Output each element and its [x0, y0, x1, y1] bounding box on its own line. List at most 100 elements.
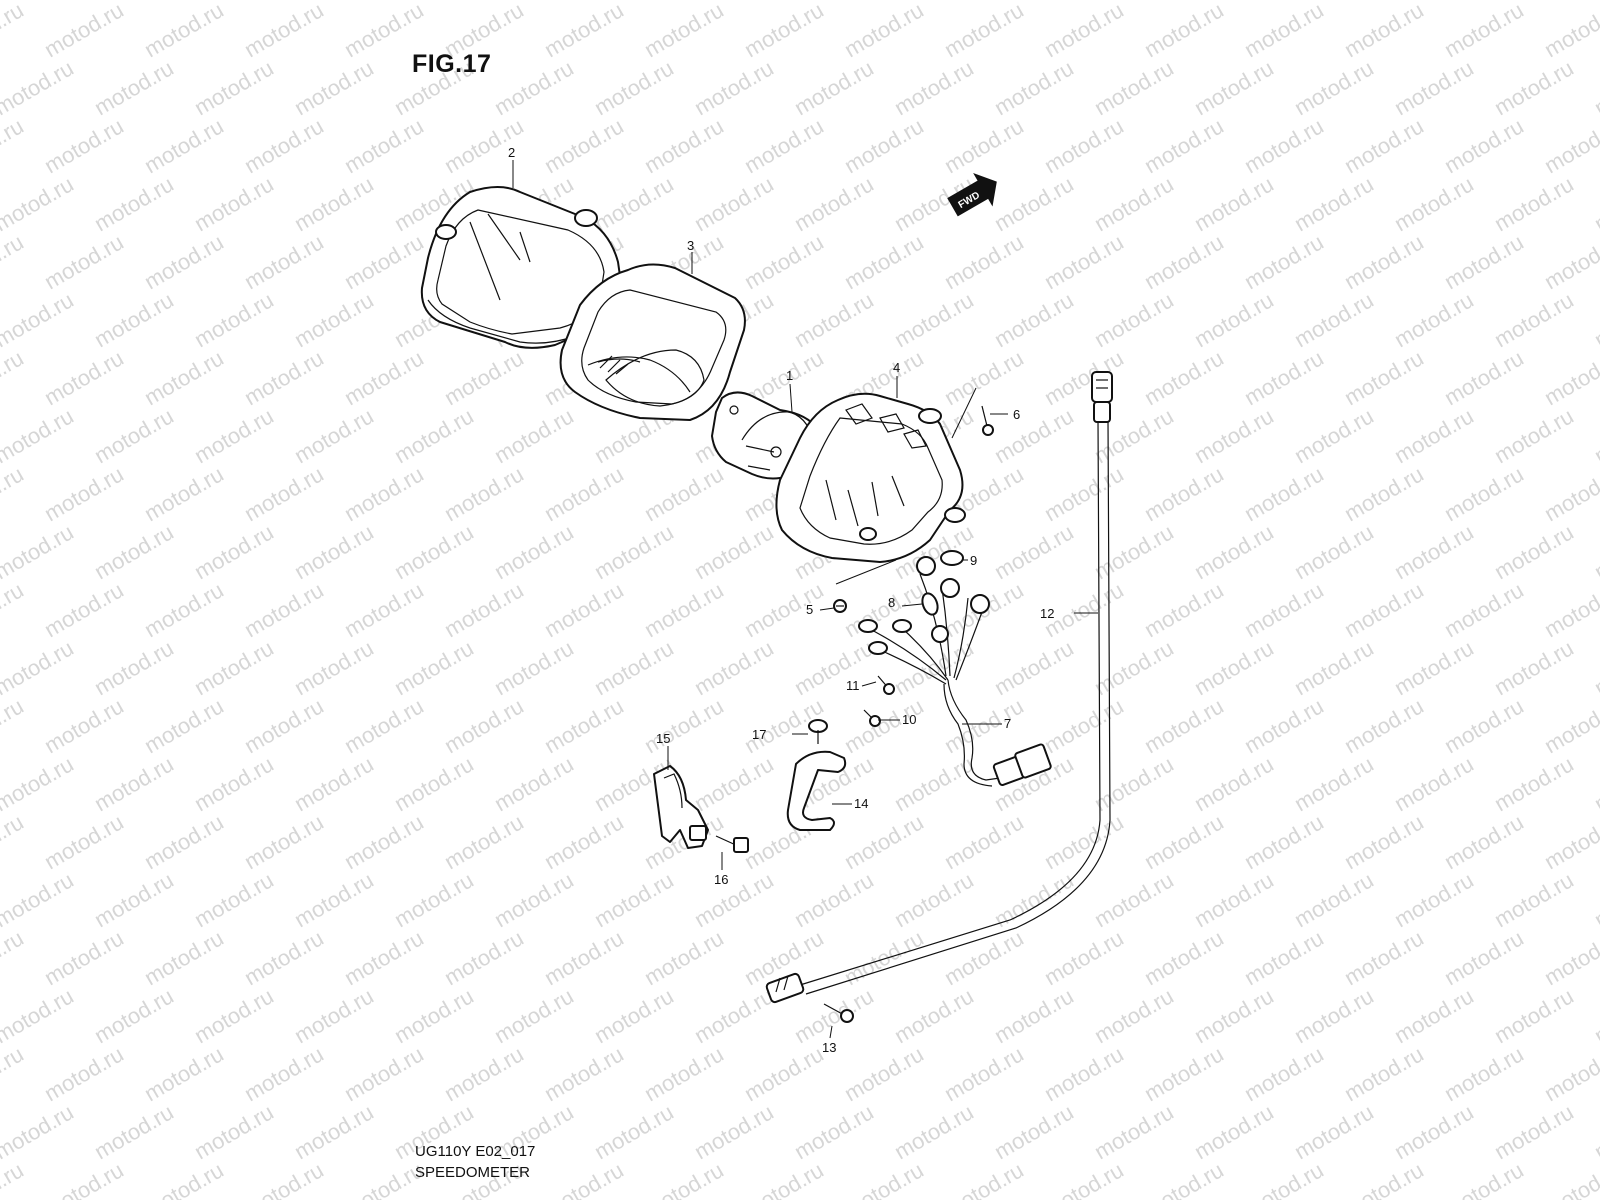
watermark-text: motod.ru	[390, 867, 478, 932]
callout-8: 8	[888, 595, 895, 610]
watermark-text: motod.ru	[540, 0, 628, 62]
watermark-text: motod.ru	[1590, 867, 1600, 932]
watermark-text: motod.ru	[590, 519, 678, 584]
watermark-text: motod.ru	[190, 1099, 278, 1164]
watermark-text: motod.ru	[40, 345, 128, 410]
watermark-text: motod.ru	[1440, 229, 1528, 294]
callout-17: 17	[752, 727, 766, 742]
watermark-text: motod.ru	[840, 577, 928, 642]
watermark-text: motod.ru	[1440, 925, 1528, 990]
watermark-text: motod.ru	[1190, 519, 1278, 584]
watermark-text: motod.ru	[140, 577, 228, 642]
watermark-text: motod.ru	[990, 635, 1078, 700]
watermark-text: motod.ru	[340, 461, 428, 526]
watermark-text: motod.ru	[90, 983, 178, 1048]
watermark-text: motod.ru	[140, 809, 228, 874]
watermark-text: motod.ru	[1240, 229, 1328, 294]
part-4-case	[775, 392, 966, 563]
watermark-text: motod.ru	[1440, 0, 1528, 62]
watermark-text: motod.ru	[1190, 635, 1278, 700]
watermark-text: motod.ru	[240, 113, 328, 178]
watermark-text: motod.ru	[340, 693, 428, 758]
watermark-text: motod.ru	[390, 751, 478, 816]
callout-9: 9	[970, 553, 977, 568]
watermark-text: motod.ru	[740, 113, 828, 178]
watermark-text: motod.ru	[1140, 1157, 1228, 1200]
watermark-text: motod.ru	[990, 171, 1078, 236]
watermark-text: motod.ru	[190, 635, 278, 700]
watermark-text: motod.ru	[90, 519, 178, 584]
watermark-text: motod.ru	[1290, 983, 1378, 1048]
watermark-text: motod.ru	[790, 867, 878, 932]
watermark-text: motod.ru	[540, 113, 628, 178]
watermark-text: motod.ru	[1140, 925, 1228, 990]
watermark-text: motod.ru	[1590, 0, 1600, 4]
watermark-text: motod.ru	[1140, 0, 1228, 62]
callout-13: 13	[822, 1040, 836, 1055]
callout-11: 11	[846, 678, 860, 693]
watermark-text: motod.ru	[40, 461, 128, 526]
watermark-text: motod.ru	[1290, 171, 1378, 236]
watermark-text: motod.ru	[240, 1157, 328, 1200]
watermark-text: motod.ru	[140, 925, 228, 990]
watermark-text: motod.ru	[1540, 577, 1600, 642]
watermark-text: motod.ru	[240, 461, 328, 526]
watermark-text: motod.ru	[0, 345, 28, 410]
watermark-text: motod.ru	[140, 693, 228, 758]
watermark-text: motod.ru	[1040, 345, 1128, 410]
watermark-text: motod.ru	[0, 1157, 28, 1200]
callout-2: 2	[508, 145, 515, 160]
watermark-text: motod.ru	[1240, 577, 1328, 642]
watermark-text: motod.ru	[540, 1157, 628, 1200]
watermark-text: motod.ru	[1040, 693, 1128, 758]
callout-16: 16	[714, 872, 728, 887]
watermark-text: motod.ru	[1140, 229, 1228, 294]
watermark-text: motod.ru	[1040, 1041, 1128, 1106]
watermark-text: motod.ru	[590, 55, 678, 120]
watermark-text: motod.ru	[540, 1041, 628, 1106]
watermark-text: motod.ru	[640, 1157, 728, 1200]
watermark-text: motod.ru	[890, 1099, 978, 1164]
watermark-text: motod.ru	[690, 635, 778, 700]
watermark-text: motod.ru	[1140, 577, 1228, 642]
watermark-text: motod.ru	[490, 751, 578, 816]
watermark-text: motod.ru	[1090, 1099, 1178, 1164]
watermark-text: motod.ru	[1540, 113, 1600, 178]
watermark-text: motod.ru	[1490, 983, 1578, 1048]
watermark-text: motod.ru	[40, 577, 128, 642]
watermark-text: motod.ru	[1540, 809, 1600, 874]
watermark-text: motod.ru	[40, 113, 128, 178]
watermark-text: motod.ru	[1290, 751, 1378, 816]
watermark-text: motod.ru	[1240, 925, 1328, 990]
watermark-text: motod.ru	[290, 751, 378, 816]
watermark-text: motod.ru	[90, 171, 178, 236]
watermark-text: motod.ru	[1090, 519, 1178, 584]
callout-7: 7	[1004, 716, 1011, 731]
watermark-text: motod.ru	[540, 461, 628, 526]
part-17-screw	[808, 719, 828, 744]
part-12-cable	[765, 371, 1113, 1004]
watermark-text: motod.ru	[540, 693, 628, 758]
watermark-text: motod.ru	[1090, 635, 1178, 700]
watermark-text: motod.ru	[1390, 403, 1478, 468]
watermark-text: motod.ru	[1590, 171, 1600, 236]
watermark-text: motod.ru	[0, 113, 28, 178]
watermark-text: motod.ru	[1440, 693, 1528, 758]
watermark-text: motod.ru	[590, 983, 678, 1048]
watermark-text: motod.ru	[640, 113, 728, 178]
watermark-text: motod.ru	[1390, 635, 1478, 700]
watermark-text: motod.ru	[1190, 287, 1278, 352]
watermark-text: motod.ru	[90, 751, 178, 816]
leader-lines	[512, 160, 1098, 1039]
watermark-text: motod.ru	[1090, 171, 1178, 236]
watermark-text: motod.ru	[190, 983, 278, 1048]
section-name: SPEEDOMETER	[415, 1164, 531, 1181]
watermark-text: motod.ru	[1240, 0, 1328, 62]
watermark-text: motod.ru	[1490, 403, 1578, 468]
watermark-text: motod.ru	[1490, 287, 1578, 352]
watermark-text: motod.ru	[340, 1041, 428, 1106]
watermark-text: motod.ru	[0, 229, 28, 294]
watermark-text: motod.ru	[290, 171, 378, 236]
watermark-text: motod.ru	[840, 1041, 928, 1106]
watermark-text: motod.ru	[1290, 867, 1378, 932]
